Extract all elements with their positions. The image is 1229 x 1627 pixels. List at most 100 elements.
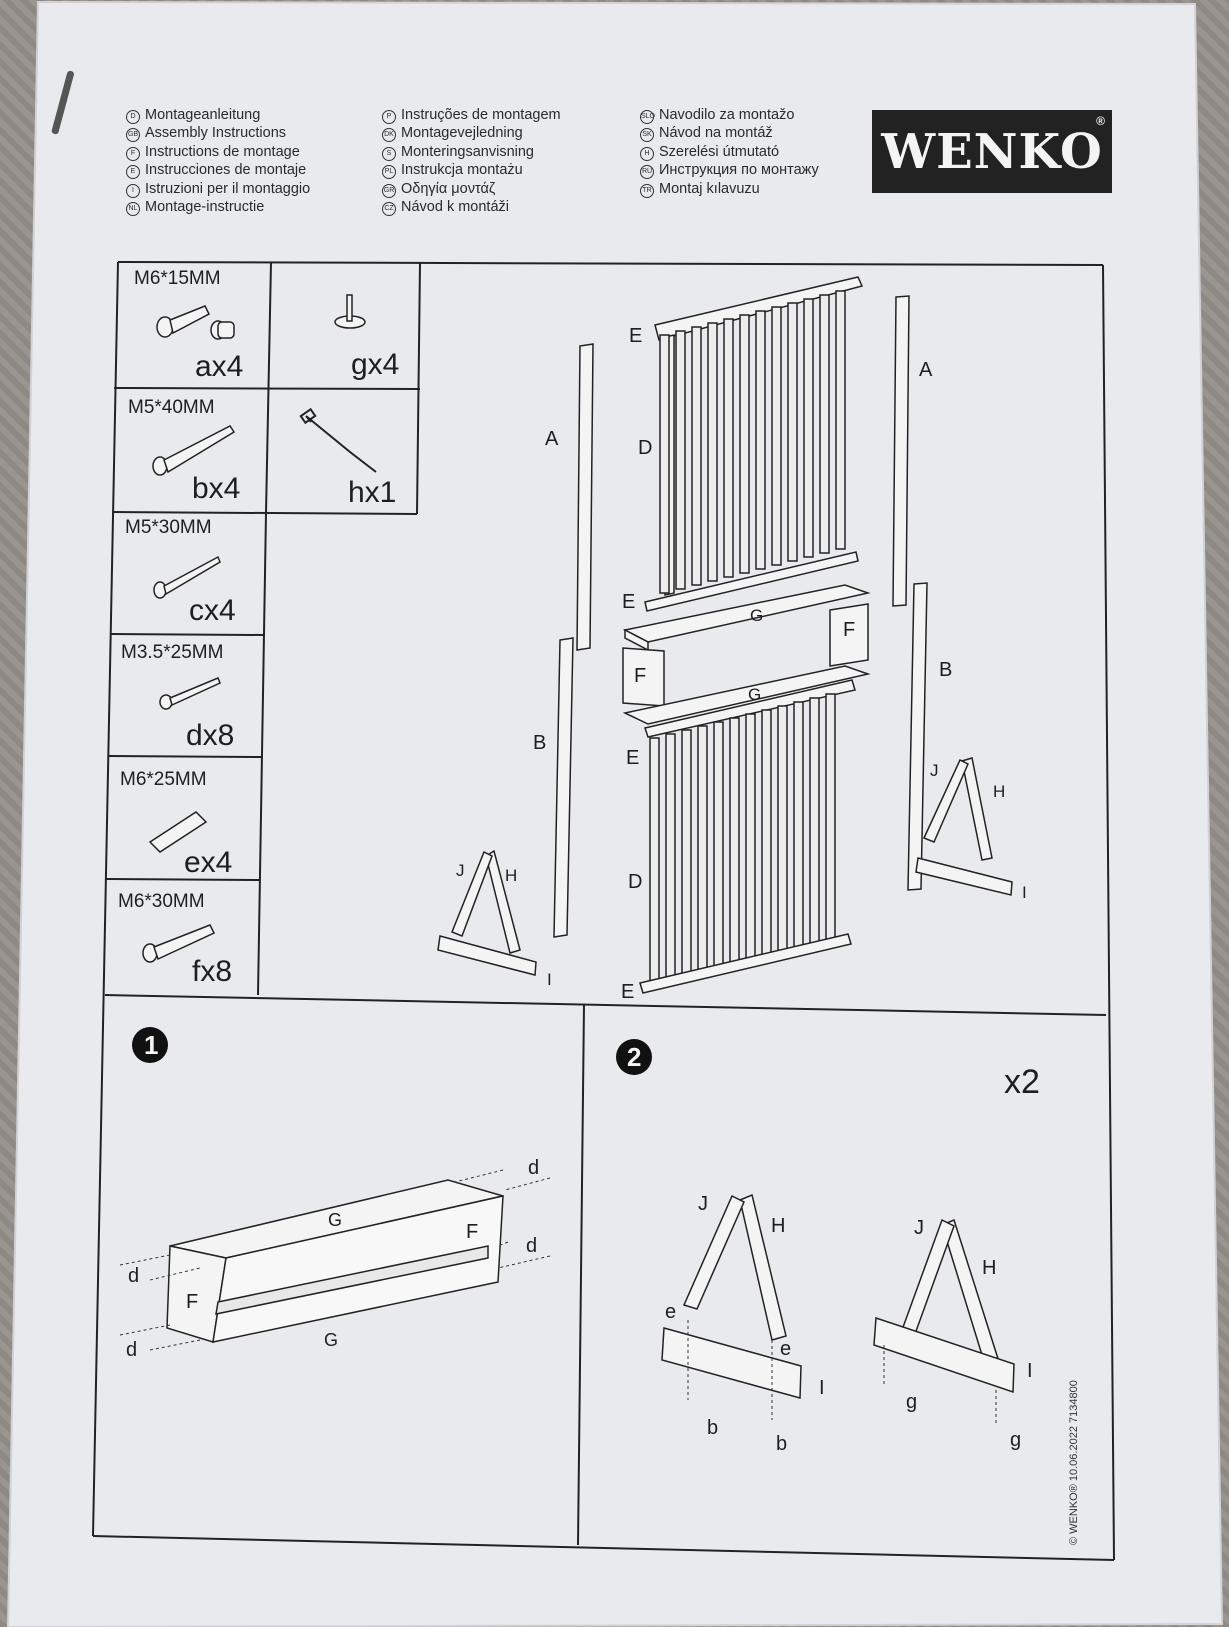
hw-qty-f: fx8 [192, 955, 232, 988]
label-e-1: E [629, 325, 642, 347]
stand-h-right [961, 757, 993, 861]
hw-size-e: M6*25MM [120, 769, 207, 790]
dowel-e-icon [148, 811, 208, 853]
label-i-1: I [547, 970, 552, 989]
rail-e-top [654, 276, 864, 341]
label-b-1: B [533, 732, 546, 754]
rail-e-middle [644, 551, 859, 612]
step2-label-b-1: b [707, 1417, 718, 1439]
step1-number: 1 [144, 1030, 158, 1060]
bolt-a-icon [156, 305, 235, 340]
rail-e-lower [644, 679, 856, 738]
shelf-g-2 [622, 665, 871, 725]
step1-label-g-1: G [328, 1210, 342, 1230]
rail-e-bottom [639, 933, 852, 994]
step2-label-b-2: b [776, 1433, 787, 1455]
step2-label-h-1: H [771, 1215, 785, 1237]
label-j-1: J [456, 861, 465, 880]
step1-box-drawing [166, 1179, 504, 1343]
hw-size-d: M3.5*25MM [121, 642, 223, 663]
hw-qty-h: hx1 [348, 476, 396, 509]
step1-label-d-4: d [526, 1235, 537, 1257]
label-e-2: E [622, 591, 635, 613]
step1-label-d-2: d [126, 1339, 137, 1361]
step2-label-i-1: I [819, 1377, 825, 1399]
step1-label-f-1: F [186, 1291, 198, 1313]
hw-size-a: M6*15MM [134, 268, 221, 289]
hw-qty-e: ex4 [184, 846, 232, 879]
step2-label-j-1: J [698, 1193, 708, 1215]
step1-label-f-2: F [466, 1221, 478, 1243]
post-a-right [892, 295, 910, 607]
step2-label-e-1: e [665, 1301, 676, 1323]
label-a-1: A [545, 428, 559, 450]
post-b-right [907, 582, 928, 891]
label-h-1: H [505, 866, 517, 885]
hex-key-h-icon [299, 407, 377, 473]
step2-stand-right [873, 1218, 1015, 1394]
post-a-left [576, 343, 594, 651]
step2-badge [616, 1039, 652, 1075]
wenko-logo: WENKO® [872, 110, 1112, 193]
label-f-1: F [843, 619, 855, 641]
step2-label-e-2: e [780, 1338, 791, 1360]
stand-i-right [915, 857, 1013, 896]
step2-label-g-2: g [1010, 1429, 1021, 1451]
label-e-4: E [621, 981, 634, 1003]
label-i-2: I [1022, 883, 1027, 902]
hw-size-b: M5*40MM [128, 397, 215, 418]
screw-b-icon [152, 425, 236, 476]
step2-label-i-2: I [1027, 1360, 1033, 1382]
hw-size-c: M5*30MM [125, 517, 212, 538]
label-f-2: F [634, 665, 646, 687]
step2-stand-left [661, 1193, 802, 1399]
screw-d-icon [159, 677, 221, 710]
screw-c-icon [153, 555, 221, 599]
label-h-2: H [993, 782, 1005, 801]
hw-qty-b: bx4 [192, 472, 240, 505]
label-g-1: G [750, 606, 763, 625]
step2-label-j-2: J [914, 1217, 924, 1239]
step1-label-d-1: d [128, 1265, 139, 1287]
label-d-2: D [628, 871, 642, 893]
hw-qty-a: ax4 [195, 350, 243, 383]
step2-label-g-1: g [906, 1391, 917, 1413]
hw-qty-d: dx8 [186, 719, 234, 752]
stand-j-right [922, 758, 969, 843]
step2-label-h-2: H [982, 1257, 996, 1279]
stand-h-left [485, 849, 521, 954]
label-b-2: B [939, 659, 952, 681]
post-b-left [553, 637, 574, 938]
label-g-2: G [748, 685, 761, 704]
label-e-3: E [626, 747, 639, 769]
panel-f-right [829, 603, 869, 667]
label-d-1: D [638, 437, 652, 459]
hw-qty-c: cx4 [189, 594, 236, 627]
exploded-view [437, 276, 1013, 994]
paper-sheet [8, 2, 1222, 1627]
step1-label-g-2: G [324, 1330, 338, 1350]
label-j-2: J [930, 761, 939, 780]
main-frame [92, 261, 1115, 1561]
bolt-f-icon [142, 924, 216, 963]
hw-size-f: M6*30MM [118, 891, 205, 912]
step2-number: 2 [627, 1042, 641, 1072]
stand-j-left [451, 850, 493, 937]
